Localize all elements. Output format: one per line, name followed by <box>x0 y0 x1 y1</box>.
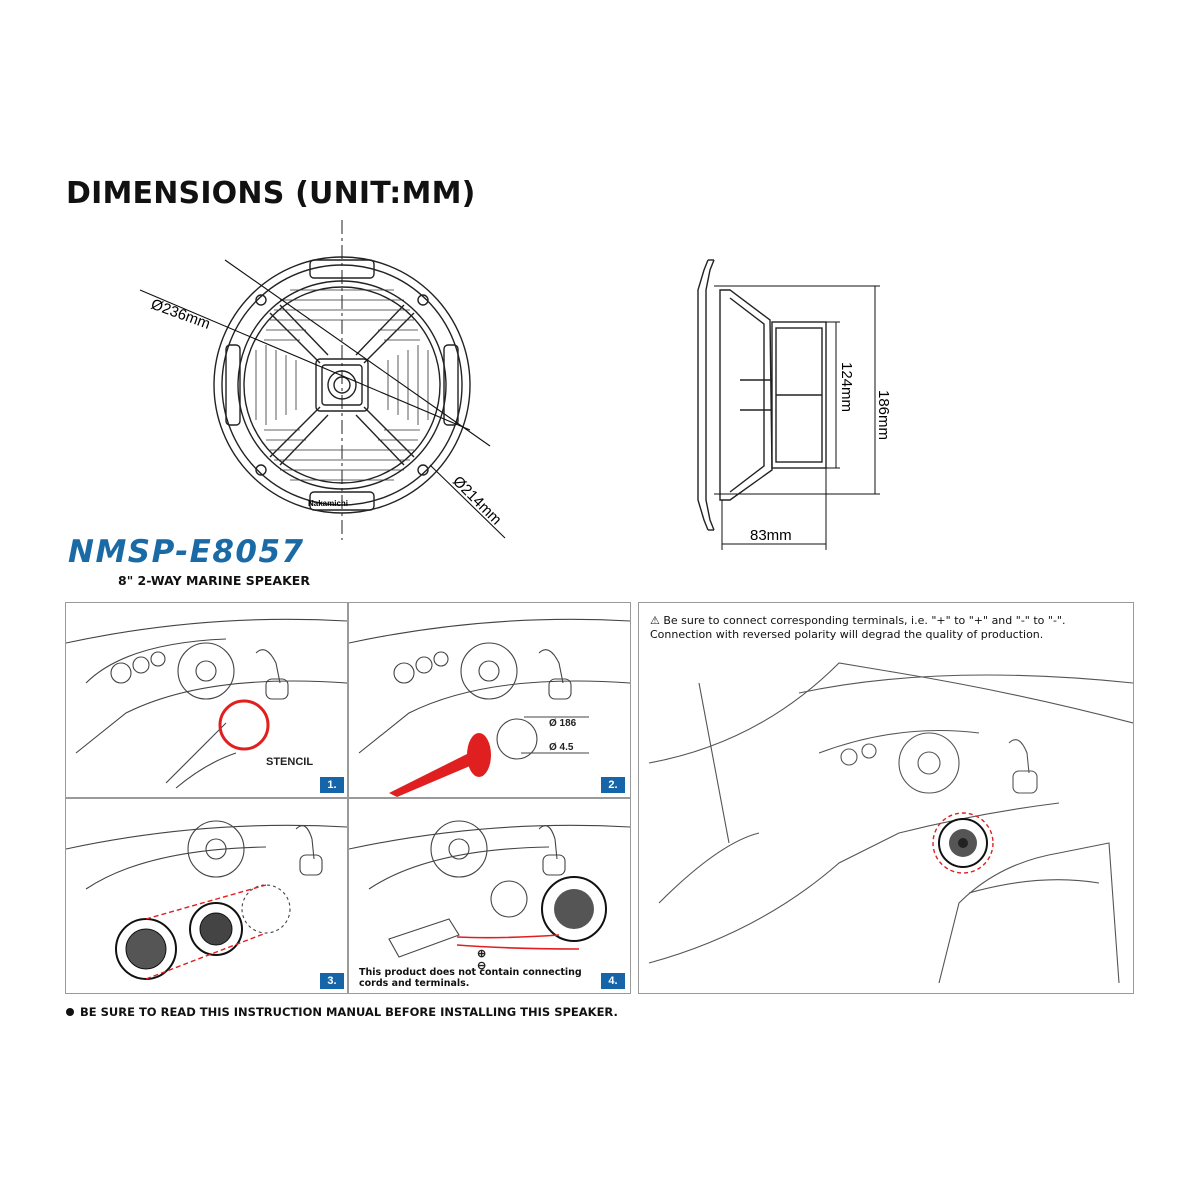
footer-text: BE SURE TO READ THIS INSTRUCTION MANUAL … <box>80 1005 618 1019</box>
height-label: 186mm <box>875 390 892 440</box>
step-number-4: 4. <box>601 973 625 989</box>
model-subtitle: 8" 2-WAY MARINE SPEAKER <box>118 573 310 588</box>
stencil-label: STENCIL <box>266 756 313 768</box>
warning-line-2: Connection with reversed polarity will d… <box>650 628 1044 641</box>
step-panel-1: STENCIL 1. <box>65 602 348 798</box>
warning-line-1: Be sure to connect corresponding termina… <box>663 614 1066 627</box>
step-panel-4: ⊕ ⊖ This product does not contain connec… <box>348 798 631 994</box>
screw-diameter-label: Ø 4.5 <box>549 742 574 753</box>
final-install-illustration <box>648 662 1133 984</box>
minus-symbol: ⊖ <box>477 960 486 972</box>
cutout-diameter-label: Ø214mm <box>449 473 505 529</box>
brand-mark: Nakamichi <box>308 499 348 508</box>
step-3-illustration <box>66 820 347 980</box>
footer-notice: BE SURE TO READ THIS INSTRUCTION MANUAL … <box>66 1005 618 1019</box>
outer-diameter-label: Ø236mm <box>149 296 213 333</box>
final-install-panel <box>638 602 1134 994</box>
warning-triangle-icon: ⚠ <box>650 614 660 627</box>
depth-label: 83mm <box>750 527 792 544</box>
bullet-icon <box>66 1007 74 1016</box>
step-number-2: 2. <box>601 777 625 793</box>
step-1-illustration: STENCIL <box>66 618 347 789</box>
magnet-label: 124mm <box>838 362 855 412</box>
step-4-illustration: ⊕ ⊖ <box>349 820 630 972</box>
hole-diameter-label: Ø 186 <box>549 718 577 729</box>
model-name: NMSP-E8057 <box>68 534 305 570</box>
front-view-drawing: Ø236mm Ø214mm Nakamichi <box>139 220 506 540</box>
polarity-warning: ⚠ Be sure to connect corresponding termi… <box>650 614 1110 642</box>
step-2-illustration: Ø 186 Ø 4.5 <box>349 618 630 797</box>
step-panel-2: Ø 186 Ø 4.5 2. <box>348 602 631 798</box>
step-number-1: 1. <box>320 777 344 793</box>
step-4-note: This product does not contain connecting… <box>359 967 582 989</box>
step-number-3: 3. <box>320 973 344 989</box>
page-title: DIMENSIONS (UNIT:MM) <box>66 176 476 211</box>
plus-symbol: ⊕ <box>477 948 486 960</box>
side-view-drawing: 186mm 124mm 83mm <box>697 259 892 550</box>
step-panel-3: 3. <box>65 798 348 994</box>
